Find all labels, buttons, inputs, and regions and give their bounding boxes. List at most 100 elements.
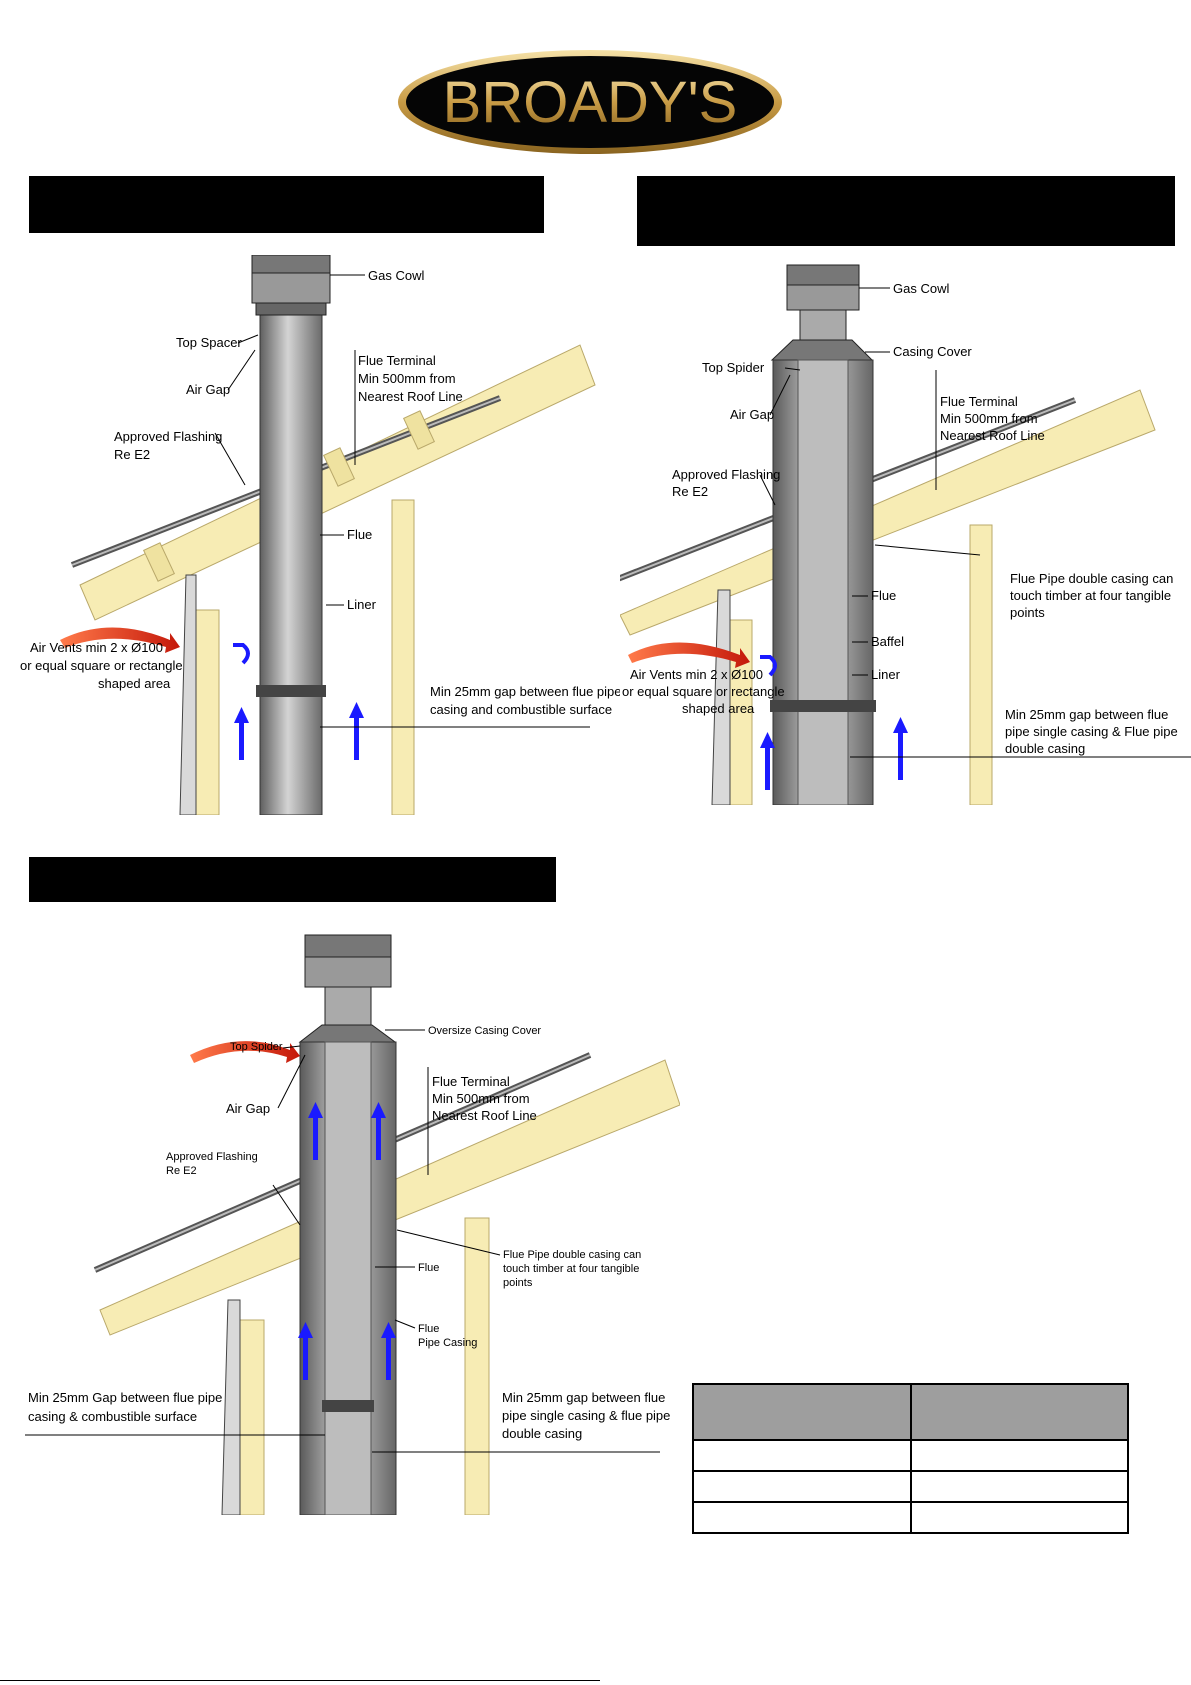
wall-stud-right — [464, 1217, 490, 1515]
label-flue-terminal-2: Min 500mm from — [940, 411, 1038, 426]
label-vents-2: or equal square or rectangle — [20, 658, 183, 673]
wall-stud-left — [194, 609, 220, 815]
label-flue-terminal-3: Nearest Roof Line — [940, 428, 1045, 443]
airflow-arrows — [760, 717, 908, 790]
brand-logo-text: BROADY'S — [443, 70, 738, 135]
label-flue: Flue — [347, 527, 372, 542]
roof-rafter — [620, 389, 1156, 636]
footer-rule — [0, 1680, 600, 1681]
label-vents-2: or equal square or rectangle — [622, 684, 785, 699]
section-heading-b-text — [637, 176, 1175, 208]
batten — [322, 447, 356, 487]
gas-cowl — [304, 934, 392, 1026]
label-double-1: Flue Pipe double casing can — [1010, 571, 1173, 586]
diagram-b: Gas Cowl Casing Cover Top Spider Air Gap… — [620, 264, 1191, 805]
table-header-cell — [692, 1383, 912, 1441]
casing-cover — [770, 339, 874, 361]
wall-stud-left — [239, 1319, 265, 1515]
label-gap-left-1: Min 25mm Gap between flue pipe — [28, 1390, 222, 1405]
table-cell — [692, 1501, 912, 1534]
label-flue-terminal-2: Min 500mm from — [358, 371, 456, 386]
weatherboards — [221, 1299, 241, 1515]
label-air-gap: Air Gap — [186, 382, 230, 397]
table-row — [692, 1470, 1129, 1503]
table-cell — [909, 1439, 1129, 1472]
table-header-cell — [909, 1383, 1129, 1441]
label-air-gap: Air Gap — [730, 407, 774, 422]
label-casing-2: Pipe Casing — [418, 1337, 477, 1349]
table-cell — [692, 1470, 912, 1503]
label-flashing-2: Re E2 — [166, 1165, 197, 1177]
label-flue: Flue — [418, 1262, 439, 1274]
vent-arrow — [628, 642, 750, 668]
gas-cowl — [251, 255, 331, 316]
vent-arrow — [190, 1041, 300, 1063]
label-oversize-cover: Oversize Casing Cover — [428, 1025, 541, 1037]
table-row — [692, 1439, 1129, 1472]
label-gap-1: Min 25mm gap between flue — [1005, 707, 1168, 722]
label-baffel: Baffel — [871, 634, 904, 649]
label-gap-3: double casing — [1005, 741, 1085, 756]
flue-pipe — [324, 1041, 372, 1515]
label-liner: Liner — [347, 597, 377, 612]
spec-table — [692, 1383, 1129, 1534]
label-vents-3: shaped area — [98, 676, 171, 691]
label-double-3: points — [1010, 605, 1045, 620]
label-gap-1: Min 25mm gap between flue pipe — [430, 684, 620, 699]
section-heading-a-text — [29, 176, 544, 208]
label-flue-terminal-3: Nearest Roof Line — [432, 1108, 537, 1123]
table-cell — [692, 1439, 912, 1472]
label-flashing-2: Re E2 — [672, 484, 708, 499]
label-gap-2: pipe single casing & Flue pipe — [1005, 724, 1178, 739]
flue-pipe — [259, 314, 323, 815]
label-gap-left-2: casing & combustible surface — [28, 1409, 197, 1424]
pipe-joint — [770, 700, 876, 712]
label-double-1: Flue Pipe double casing can — [503, 1249, 641, 1261]
label-gas-cowl: Gas Cowl — [368, 268, 424, 283]
label-casing-cover: Casing Cover — [893, 344, 972, 359]
label-double-3: points — [503, 1277, 533, 1289]
label-gap-right-2: pipe single casing & flue pipe — [502, 1408, 670, 1423]
label-flue-terminal-3: Nearest Roof Line — [358, 389, 463, 404]
label-flue-terminal-1: Flue Terminal — [358, 353, 436, 368]
airflow-arrows — [234, 702, 364, 760]
label-gap-right-1: Min 25mm gap between flue — [502, 1390, 665, 1405]
label-flashing-1: Approved Flashing — [672, 467, 780, 482]
wall-stud-right — [391, 499, 415, 815]
table-cell — [909, 1470, 1129, 1503]
wall-stud-right — [969, 524, 993, 805]
batten — [142, 542, 176, 582]
label-flue-terminal-1: Flue Terminal — [432, 1074, 510, 1089]
label-vents-3: shaped area — [682, 701, 755, 716]
label-top-spider: Top Spider — [230, 1041, 283, 1053]
oversize-casing-cover — [298, 1024, 397, 1043]
flue-pipe — [797, 359, 849, 805]
brand-logo: BROADY'S — [395, 47, 785, 157]
weatherboards — [179, 574, 197, 815]
gas-cowl — [786, 264, 860, 341]
label-top-spider: Top Spider — [702, 360, 765, 375]
label-double-2: touch timber at four tangible — [1010, 588, 1171, 603]
table-header-row — [692, 1383, 1129, 1441]
table-cell — [909, 1501, 1129, 1534]
weatherboards — [711, 589, 731, 805]
label-air-gap: Air Gap — [226, 1101, 270, 1116]
label-double-2: touch timber at four tangible — [503, 1263, 639, 1275]
label-gas-cowl: Gas Cowl — [893, 281, 949, 296]
airflow-arrows — [298, 1102, 396, 1380]
label-flashing-1: Approved Flashing — [114, 429, 222, 444]
label-casing-1: Flue — [418, 1323, 439, 1335]
diagram-a: Gas Cowl Top Spacer Air Gap Flue Termina… — [20, 255, 620, 815]
label-flashing-1: Approved Flashing — [166, 1151, 258, 1163]
section-heading-c-text — [29, 857, 556, 881]
batten — [402, 410, 436, 450]
label-flue-terminal-1: Flue Terminal — [940, 394, 1018, 409]
diagram-c: Oversize Casing Cover Top Spider Air Gap… — [25, 934, 680, 1515]
table-row — [692, 1501, 1129, 1534]
label-flue: Flue — [871, 588, 896, 603]
vent-curl-arrow — [233, 643, 250, 665]
section-heading-a — [29, 176, 544, 233]
label-flue-terminal-2: Min 500mm from — [432, 1091, 530, 1106]
label-gap-2: casing and combustible surface — [430, 702, 612, 717]
vent-arrow — [60, 627, 180, 653]
